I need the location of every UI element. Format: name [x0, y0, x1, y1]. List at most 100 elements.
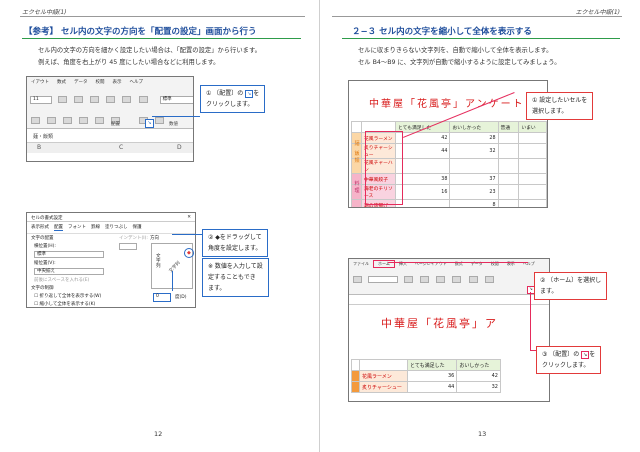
column-b[interactable]: B — [37, 144, 42, 151]
callout-step-2: ② 〔ホーム〕を選択し ます。 — [534, 272, 608, 300]
selection-highlight — [365, 131, 403, 205]
degree-input[interactable]: 0 — [153, 293, 171, 302]
table-row: 鶏の唐揚げ 8 — [351, 199, 547, 207]
align-center-button[interactable] — [452, 276, 462, 283]
table-row: 中華風餃子 38 37 — [351, 173, 547, 185]
tab-data[interactable]: データ — [74, 80, 88, 85]
ribbon-tabs: イアウト 数式 データ 校閲 表示 ヘルプ — [27, 77, 193, 87]
paste-button[interactable] — [353, 276, 362, 283]
wrap-text-checkbox[interactable]: 折り返して全体を表示する(W) — [39, 294, 102, 299]
close-icon[interactable]: ✕ — [187, 215, 191, 220]
tab-formulas[interactable]: 数式 — [57, 80, 66, 85]
header-very-satisfied[interactable]: とても満足した — [394, 121, 451, 133]
tab-fill[interactable]: 塗りつぶし — [105, 225, 128, 230]
align-right-button[interactable] — [468, 276, 478, 283]
left-page: エクセル中級(1) 【参考】 セル内の文字の方向を「配置の設定」画面から行う セ… — [20, 0, 320, 452]
tab-layout[interactable]: イアウト — [31, 80, 49, 85]
callout-connector — [530, 292, 532, 350]
ribbon: ファイル ホーム 挿入 ページレイアウト 数式 データ 校閲 表示 ヘルプ — [349, 259, 549, 295]
tab-file[interactable]: ファイル — [353, 260, 369, 266]
align-left-button[interactable] — [436, 276, 446, 283]
horizontal-label: 横位置(H): — [34, 244, 56, 249]
align-top-button[interactable] — [90, 96, 100, 103]
tab-home[interactable]: ホーム — [373, 259, 395, 268]
wrap-text-button[interactable] — [138, 96, 148, 103]
font-name-select[interactable] — [368, 276, 399, 283]
grow-font-button[interactable] — [58, 96, 68, 103]
tab-protection[interactable]: 保護 — [132, 225, 142, 230]
align-middle-button[interactable] — [106, 96, 116, 103]
header-normal[interactable]: 普通 — [497, 121, 520, 133]
diamond-handle-icon[interactable]: ◆ — [187, 250, 191, 256]
callout-step-1: ① 設定したいセルを 選択します。 — [526, 92, 594, 120]
right-page: エクセル中級(1) ２−３ セル内の文字を縮小して全体を表示する セルに収まりき… — [320, 0, 640, 452]
orientation-button[interactable] — [122, 96, 132, 103]
header-delicious[interactable]: おいしかった — [456, 359, 501, 371]
shrink-font-button[interactable] — [74, 96, 84, 103]
group-label-number: 数値 — [169, 122, 178, 127]
running-header: エクセル中級(1) — [22, 9, 67, 16]
ribbon: イアウト 数式 データ 校閲 表示 ヘルプ 11 標準 — [27, 77, 193, 129]
header-poor[interactable]: いまい — [518, 121, 547, 133]
wrap-text-button[interactable] — [484, 276, 494, 283]
sheet-title: 中華屋「花風亭」ア — [381, 317, 498, 330]
section-title: ２−３ セル内の文字を縮小して全体を表示する — [352, 27, 532, 37]
vertical-select[interactable]: 中央揃え — [34, 268, 104, 275]
vertical-label: 縦位置(V): — [34, 261, 56, 266]
running-header: エクセル中級(1) — [575, 9, 621, 16]
shrink-to-fit-checkbox[interactable]: 縮小して全体を表示する(K) — [39, 302, 96, 307]
bold-button[interactable] — [31, 117, 40, 124]
ribbon-tabs: ファイル ホーム 挿入 ページレイアウト 数式 データ 校閲 表示 ヘルプ — [349, 259, 549, 268]
callout-note: ※ 数値を入力して設 定することもでき ます。 — [202, 258, 269, 297]
callout-step-2: ② ◆をドラッグして 角度を設定します。 — [202, 229, 268, 257]
merge-button[interactable] — [111, 117, 121, 124]
alignment-launcher-icon[interactable]: ↘ — [145, 119, 154, 128]
align-left-button[interactable] — [63, 117, 73, 124]
paragraph-1: セル内の文字の方向を細かく設定したい場合は、「配置の設定」から行います。 — [38, 47, 261, 54]
horizontal-select[interactable]: 標準 — [34, 251, 104, 258]
column-d[interactable]: D — [177, 144, 182, 151]
indent-input[interactable] — [119, 243, 137, 250]
rotated-text-sample: 文字列 — [168, 260, 182, 274]
survey-table: とても満足した おいしかった 花風ラーメン 36 42 炙りチャーシュー 44 … — [351, 359, 501, 393]
formula-bar[interactable] — [349, 295, 549, 305]
formula-bar[interactable]: 麺・飯類 — [27, 129, 193, 143]
distributed-checkbox[interactable]: 前後にスペースを入れる(E) — [34, 278, 90, 283]
excel-home-screenshot: ファイル ホーム 挿入 ページレイアウト 数式 データ 校閲 表示 ヘルプ — [348, 258, 550, 402]
title-underline — [22, 38, 301, 40]
comma-button[interactable] — [154, 117, 164, 124]
tab-view[interactable]: 表示 — [112, 80, 122, 85]
side-label-rice: 飯類 — [354, 151, 360, 164]
indent-label: インデント(I): — [119, 236, 148, 241]
underline-button[interactable] — [47, 117, 57, 124]
column-headers: B C D — [27, 143, 193, 153]
font-size-input[interactable]: 11 — [30, 95, 52, 104]
paragraph-1: セルに収まりきらない文字列を、自動で縮小して全体を表示します。 — [358, 47, 553, 54]
tab-review[interactable]: 校閲 — [95, 80, 105, 85]
table-row: 炙りチャーシュー 44 32 — [351, 143, 547, 159]
column-c[interactable]: C — [119, 144, 124, 151]
ribbon-screenshot: イアウト 数式 データ 校閲 表示 ヘルプ 11 標準 — [26, 76, 194, 162]
header-very-satisfied[interactable]: とても満足した — [406, 359, 458, 371]
number-format-select[interactable]: 標準 — [159, 95, 193, 104]
tab-alignment[interactable]: 配置 — [54, 225, 63, 231]
tab-help[interactable]: ヘルプ — [129, 80, 144, 85]
tab-number[interactable]: 表示形式 — [31, 225, 49, 230]
align-right-button[interactable] — [95, 117, 105, 124]
align-center-button[interactable] — [79, 117, 89, 124]
tab-border[interactable]: 罫線 — [91, 225, 100, 230]
callout-step-3: ③ 〔配置〕の ↘を クリックします。 — [536, 346, 602, 374]
bold-button[interactable] — [404, 276, 414, 283]
page-number: 12 — [154, 430, 163, 438]
paragraph-2: セル B4〜B9 に、文字列が自動で縮小するように設定してみましょう。 — [358, 59, 561, 66]
dialog-titlebar: セルの書式設定 ✕ — [27, 213, 195, 222]
header-delicious[interactable]: おいしかった — [449, 121, 499, 133]
vertical-text-sample: 文字列 — [156, 254, 161, 269]
rotation-handle-ring — [184, 248, 194, 258]
table-row: 炙りチャーシュー 44 32 — [351, 381, 501, 393]
tab-help[interactable]: ヘルプ — [522, 260, 535, 266]
paragraph-2: 例えば、角度を右上がり 45 度にしたい場合などに利用します。 — [38, 59, 220, 66]
dialog-title: セルの書式設定 — [31, 216, 63, 221]
italic-button[interactable] — [420, 276, 430, 283]
tab-font[interactable]: フォント — [68, 225, 86, 230]
